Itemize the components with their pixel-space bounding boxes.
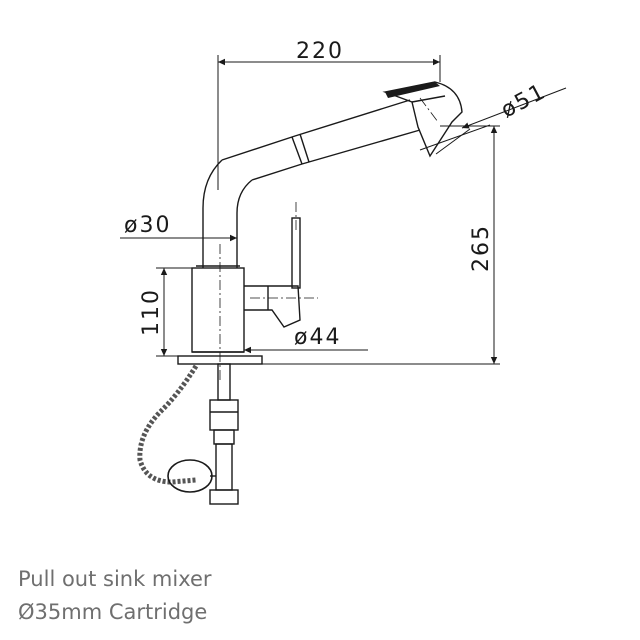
dimension-220 xyxy=(217,55,441,190)
spray-head xyxy=(382,81,463,158)
faucet-body xyxy=(191,267,245,353)
dimension-220-label: 220 xyxy=(296,39,344,64)
dimension-51 xyxy=(419,87,567,155)
dimension-30 xyxy=(120,234,237,242)
dimension-110 xyxy=(156,267,192,357)
pull-out-hose xyxy=(137,364,199,485)
caption-cartridge: Ø35mm Cartridge xyxy=(18,600,208,624)
spout-tube xyxy=(221,99,421,181)
spout-tip xyxy=(385,82,440,98)
center-lines xyxy=(219,97,439,380)
fitting-nut xyxy=(209,399,239,431)
hose-weight xyxy=(167,459,213,493)
faucet-outline xyxy=(177,81,463,505)
dimension-265 xyxy=(262,125,500,365)
dimension-265-label: 265 xyxy=(469,224,494,272)
dimension-51-label: ø51 xyxy=(497,79,551,123)
dimension-44-label: ø44 xyxy=(294,325,341,350)
faucet-column xyxy=(202,159,253,240)
dimension-110-label: 110 xyxy=(139,288,164,336)
dimension-30-label: ø30 xyxy=(124,213,171,238)
lever-handle xyxy=(291,217,301,289)
caption-title: Pull out sink mixer xyxy=(18,567,212,591)
